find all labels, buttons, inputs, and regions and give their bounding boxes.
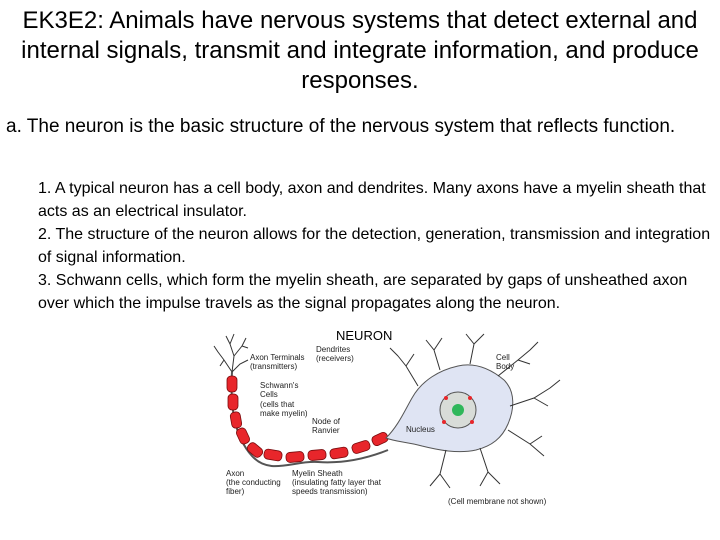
label-dendrites: Dendrites xyxy=(316,345,350,354)
nucleolus xyxy=(452,404,464,416)
label-myelin-note: (insulating fatty layer that xyxy=(292,478,382,487)
point-a-text: a. The neuron is the basic structure of … xyxy=(6,116,676,137)
label-cell-body-2: Body xyxy=(496,362,514,371)
label-node-of-ranvier: Node of xyxy=(312,417,341,426)
label-dendrites-note: (receivers) xyxy=(316,354,354,363)
label-axon-note: (the conducting xyxy=(226,478,281,487)
label-schwanns-cells: Schwann's xyxy=(260,381,298,390)
neuron-illustration: NEURON Axon Terminals (transmitters) Den… xyxy=(213,328,561,506)
neuron-diagram: NEURON Axon Terminals (transmitters) Den… xyxy=(208,326,720,540)
label-myelin-sheath: Myelin Sheath xyxy=(292,469,343,478)
organelle-dots xyxy=(442,396,474,424)
label-myelin-note-2: speeds transmission) xyxy=(292,487,368,496)
label-axon-terminals-note: (transmitters) xyxy=(250,362,297,371)
myelin-sheath-segments xyxy=(226,375,389,463)
subpoint-list: 1. A typical neuron has a cell body, axo… xyxy=(38,177,716,315)
label-axon-terminals: Axon Terminals xyxy=(250,353,305,362)
label-schwanns-note-2: make myelin) xyxy=(260,409,308,418)
slide-title: EK3E2: Animals have nervous systems that… xyxy=(21,7,699,94)
label-schwanns-cells-2: Cells xyxy=(260,390,278,399)
label-cell-body: Cell xyxy=(496,353,510,362)
dendrites-drawing xyxy=(389,333,561,489)
label-nucleus: Nucleus xyxy=(406,425,435,434)
diagram-title: NEURON xyxy=(336,328,392,343)
subpoint-2: 2. The structure of the neuron allows fo… xyxy=(38,226,711,266)
axon-terminals-drawing xyxy=(213,333,249,373)
subpoint-3: 3. Schwann cells, which form the myelin … xyxy=(38,272,688,312)
subpoint-1: 1. A typical neuron has a cell body, axo… xyxy=(38,180,706,220)
label-schwanns-note: (cells that xyxy=(260,400,295,409)
label-cell-body-note: (Cell membrane not shown) xyxy=(448,497,547,506)
label-node-of-ranvier-2: Ranvier xyxy=(312,426,340,435)
label-axon: Axon xyxy=(226,469,244,478)
label-axon-note-2: fiber) xyxy=(226,487,245,496)
